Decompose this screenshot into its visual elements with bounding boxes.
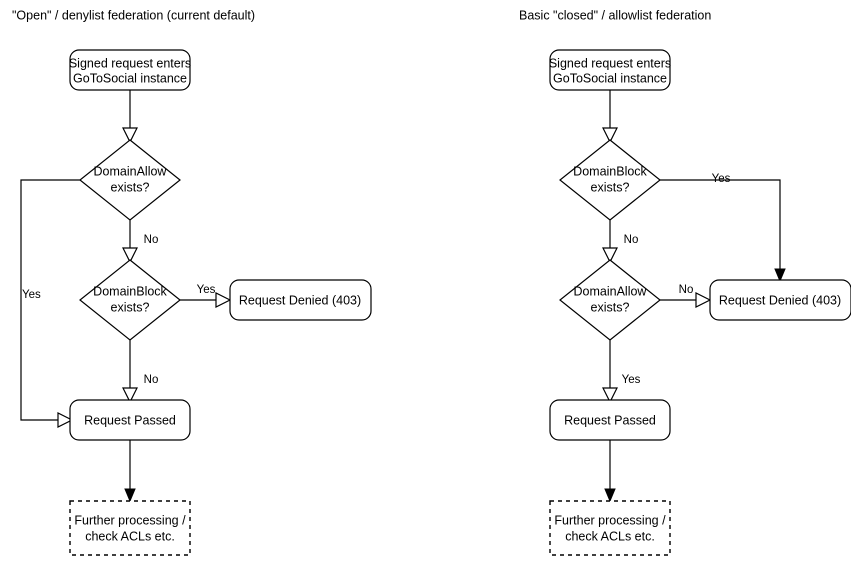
left-request-passed-node[interactable]: Request Passed (69, 399, 191, 441)
right-decision-domainallow[interactable]: DomainAllow exists? (559, 259, 661, 341)
left-decision-domainblock[interactable]: DomainBlock exists? (79, 259, 181, 341)
arrowhead-solid-icon (604, 488, 616, 503)
left-request-denied-node[interactable]: Request Denied (403) (229, 279, 372, 321)
right-start-node-label-line2: GoToSocial instance (553, 71, 667, 85)
right-edge-label-domainblock-yes: Yes (712, 173, 731, 185)
left-diagram-title: "Open" / denylist federation (current de… (12, 8, 255, 22)
right-edge-domainallow-no: No (660, 284, 712, 308)
left-further-processing-node[interactable]: Further processing / check ACLs etc. (69, 500, 191, 556)
arrowhead-hollow-icon (122, 247, 138, 264)
left-start-node-label-line2: GoToSocial instance (73, 71, 187, 85)
left-decision-domainallow-label-line2: exists? (111, 180, 150, 194)
arrowhead-hollow-icon (122, 387, 138, 404)
left-further-processing-label-line2: check ACLs etc. (85, 529, 175, 543)
left-start-node[interactable]: Signed request enters GoToSocial instanc… (69, 49, 191, 91)
right-edge-passed-to-further (604, 440, 616, 503)
arrowhead-hollow-icon (602, 247, 618, 264)
left-edge-domainallow-no: No (122, 220, 159, 264)
arrowhead-solid-icon (774, 268, 786, 283)
right-further-processing-node[interactable]: Further processing / check ACLs etc. (549, 500, 671, 556)
right-edge-domainblock-yes: Yes (660, 173, 786, 283)
left-edge-start-to-domainallow (122, 90, 138, 144)
left-decision-domainblock-label-line2: exists? (111, 300, 150, 314)
right-edge-start-to-domainblock (602, 90, 618, 144)
right-decision-domainallow-label-line2: exists? (591, 300, 630, 314)
right-edge-label-domainblock-no: No (624, 234, 639, 246)
right-decision-domainallow-label-line1: DomainAllow (574, 284, 648, 298)
left-request-passed-label: Request Passed (84, 413, 176, 427)
right-edge-label-domainallow-no: No (679, 284, 694, 296)
right-further-processing-label-line1: Further processing / (554, 513, 666, 527)
left-further-processing-shape (69, 500, 191, 556)
right-edge-label-domainallow-yes: Yes (622, 374, 641, 386)
right-request-passed-label: Request Passed (564, 413, 656, 427)
right-further-processing-label-line2: check ACLs etc. (565, 529, 655, 543)
right-diagram-title: Basic "closed" / allowlist federation (519, 8, 711, 22)
arrowhead-hollow-icon (602, 387, 618, 404)
left-decision-domainblock-label-line1: DomainBlock (93, 284, 167, 298)
arrowhead-hollow-icon (602, 127, 618, 144)
left-decision-domainallow-label-line1: DomainAllow (94, 164, 168, 178)
right-request-denied-label: Request Denied (403) (719, 293, 841, 307)
right-request-passed-node[interactable]: Request Passed (549, 399, 671, 441)
left-request-denied-label: Request Denied (403) (239, 293, 361, 307)
diagram-closed-allowlist: Basic "closed" / allowlist federation Si… (519, 8, 851, 556)
right-request-denied-shape (709, 279, 851, 321)
right-decision-domainblock-label-line1: DomainBlock (573, 164, 647, 178)
left-start-node-label-line1: Signed request enters (69, 56, 191, 70)
right-start-node[interactable]: Signed request enters GoToSocial instanc… (549, 49, 671, 91)
right-edge-domainallow-yes: Yes (602, 340, 641, 404)
left-edge-label-domainblock-no: No (144, 374, 159, 386)
left-edge-domainblock-yes: Yes (180, 284, 232, 308)
left-edge-domainallow-yes: Yes (20, 179, 80, 428)
right-request-denied-node[interactable]: Request Denied (403) (709, 279, 851, 321)
right-decision-domainblock-label-line2: exists? (591, 180, 630, 194)
left-edge-passed-to-further (124, 440, 136, 503)
left-edge-domainblock-no: No (122, 340, 159, 404)
left-decision-domainallow[interactable]: DomainAllow exists? (79, 139, 181, 221)
arrowhead-hollow-icon (57, 412, 74, 428)
arrowhead-hollow-icon (695, 292, 712, 308)
left-edge-label-domainallow-no: No (144, 234, 159, 246)
left-further-processing-label-line1: Further processing / (74, 513, 186, 527)
arrowhead-hollow-icon (215, 292, 232, 308)
left-edge-label-domainblock-yes: Yes (197, 284, 216, 296)
right-further-processing-shape (549, 500, 671, 556)
left-request-denied-shape (229, 279, 372, 321)
right-start-node-label-line1: Signed request enters (549, 56, 671, 70)
right-decision-domainblock[interactable]: DomainBlock exists? (559, 139, 661, 221)
diagram-open-denylist: "Open" / denylist federation (current de… (12, 8, 372, 556)
right-edge-domainblock-no: No (602, 220, 639, 264)
arrowhead-hollow-icon (122, 127, 138, 144)
arrowhead-solid-icon (124, 488, 136, 503)
left-edge-label-domainallow-yes: Yes (22, 289, 41, 301)
